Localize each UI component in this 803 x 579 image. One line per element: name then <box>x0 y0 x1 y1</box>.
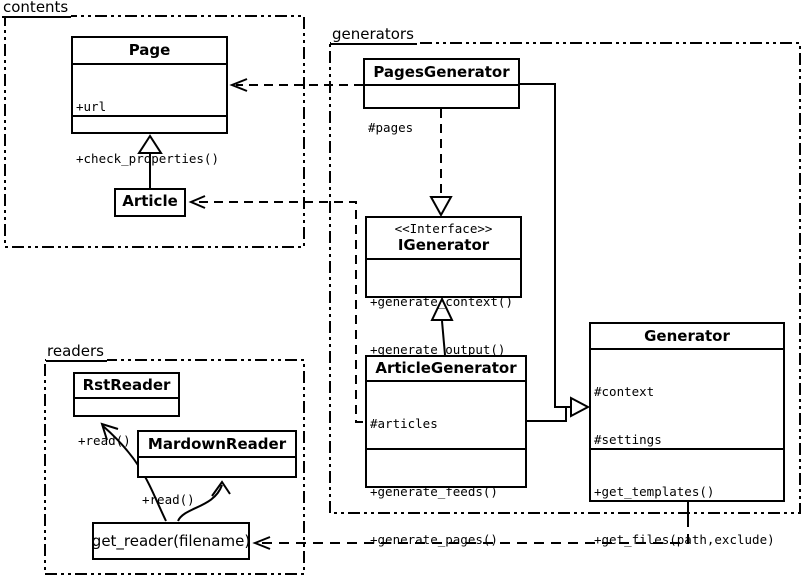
class-box-article: Article <box>114 188 186 217</box>
class-methods-rstreader: +read() <box>75 399 178 483</box>
class-methods-igenerator: +generate_context() +generate_output() <box>367 260 520 392</box>
class-box-igenerator: <<Interface>> IGenerator +generate_conte… <box>365 216 522 357</box>
getreader-to-mardownreader-arrowhead <box>211 480 231 497</box>
method: +generate_output() <box>370 342 506 357</box>
class-box-pagesgenerator: PagesGenerator #pages <box>363 58 520 135</box>
method: +read() <box>142 492 195 507</box>
class-name-mardownreader: MardownReader <box>139 432 295 458</box>
class-header-igenerator: <<Interface>> IGenerator <box>367 218 520 260</box>
class-box-page: Page +url +slug +summary +check_properti… <box>71 36 228 166</box>
class-name-page: Page <box>73 38 226 65</box>
method: +generate_pages() <box>370 532 498 547</box>
article-to-page-inheritance-triangle <box>137 134 163 154</box>
articlegenerator-to-article-dependency-line <box>196 201 363 423</box>
articlegenerator-to-igenerator-line <box>441 320 446 356</box>
attribute: #pages <box>368 120 414 135</box>
class-box-generator: Generator #context #settings #path #them… <box>589 322 785 547</box>
class-methods-mardownreader: +read() <box>139 458 295 542</box>
method: +check_properties() <box>76 151 219 166</box>
attribute: +url <box>76 99 107 114</box>
method: +get_files(path,exclude) <box>594 532 775 547</box>
class-methods-articlegenerator: +generate_feeds() +generate_pages() <box>367 450 525 579</box>
attribute: #articles <box>370 416 438 431</box>
getreader-function-box: get_reader(filename) <box>92 522 250 560</box>
generator-inheritance-triangle <box>570 396 591 418</box>
class-box-mardownreader: MardownReader +read() <box>137 430 297 507</box>
class-name-igenerator: IGenerator <box>397 236 490 254</box>
pagesgenerator-to-generator-line <box>520 83 571 408</box>
articlegenerator-to-article-arrowhead <box>188 195 206 209</box>
getreader-to-mardownreader-curve <box>177 484 223 522</box>
generator-to-getreader-arrowhead <box>252 536 271 550</box>
class-name-pagesgenerator: PagesGenerator <box>365 60 518 86</box>
method: +read() <box>78 433 131 448</box>
pagesgenerator-to-page-arrowhead <box>229 78 248 92</box>
getreader-to-rstreader-arrowhead <box>100 422 119 441</box>
class-attributes-generator: #context #settings #path #theme #output_… <box>591 350 783 450</box>
method: +get_templates() <box>594 484 715 499</box>
class-attributes-articlegenerator: #articles #dates #tags #categories <box>367 382 525 450</box>
articlegenerator-to-generator-line <box>527 407 567 422</box>
class-box-articlegenerator: ArticleGenerator #articles #dates #tags … <box>365 355 527 547</box>
package-generators-border <box>329 42 801 514</box>
package-readers-border <box>44 359 305 575</box>
method: +generate_feeds() <box>370 484 498 499</box>
package-label-generators: generators <box>331 27 417 45</box>
method: +generate_context() <box>370 294 513 309</box>
package-label-readers: readers <box>46 344 107 362</box>
attribute: #context <box>594 384 655 399</box>
class-name-article: Article <box>122 192 178 210</box>
class-name-articlegenerator: ArticleGenerator <box>367 357 525 382</box>
class-attributes-page: +url +slug +summary <box>73 65 226 117</box>
package-contents-border <box>4 15 305 248</box>
package-label-contents: contents <box>2 0 72 18</box>
class-name-generator: Generator <box>591 324 783 350</box>
class-attributes-pagesgenerator: #pages <box>365 86 518 170</box>
getreader-function-label: get_reader(filename) <box>91 532 251 550</box>
attribute: #settings <box>594 432 662 447</box>
class-stereotype-igenerator: <<Interface>> <box>394 221 493 236</box>
class-methods-generator: +get_templates() +get_files(path,exclude… <box>591 450 783 579</box>
class-box-rstreader: RstReader +read() <box>73 372 180 448</box>
generator-to-getreader-dependency-line <box>259 517 689 544</box>
class-methods-page: +check_properties() <box>73 117 226 201</box>
pagesgenerator-to-igenerator-triangle <box>429 196 453 218</box>
articlegenerator-to-igenerator-triangle <box>430 296 454 321</box>
class-name-rstreader: RstReader <box>75 374 178 399</box>
